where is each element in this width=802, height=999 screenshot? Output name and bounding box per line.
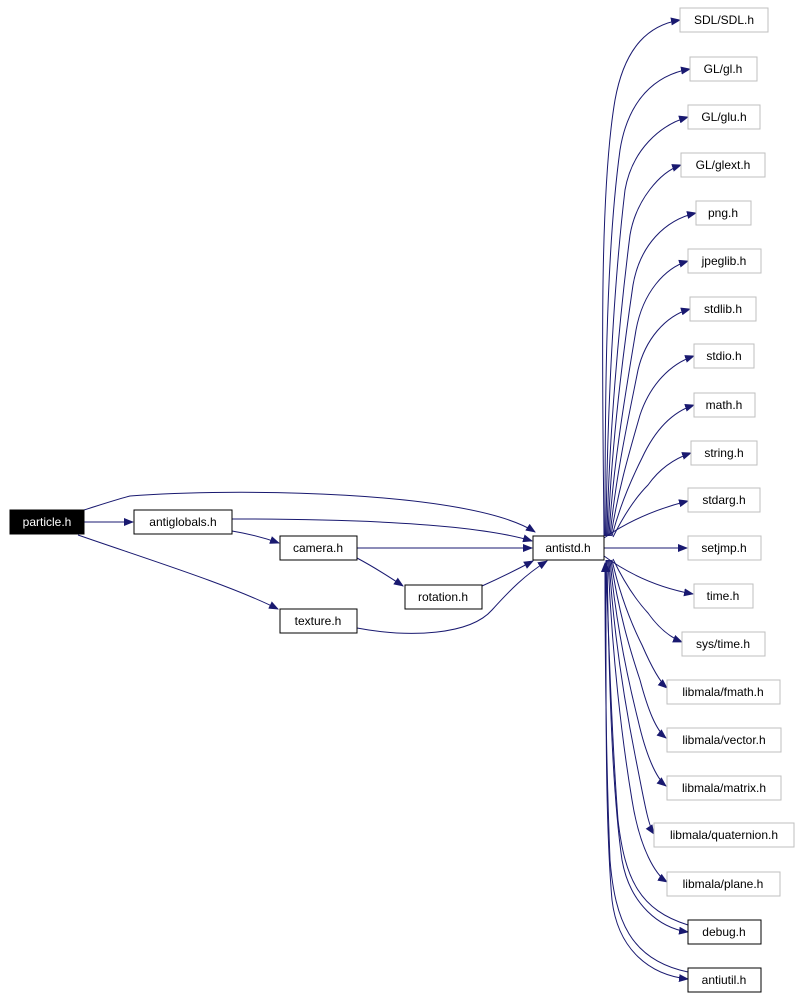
- node-sdl[interactable]: SDL/SDL.h: [679, 7, 769, 33]
- node-systime-label: sys/time.h: [696, 637, 750, 651]
- node-camera[interactable]: camera.h: [279, 535, 358, 561]
- edge-antiutil-antistd: [601, 562, 689, 973]
- node-string[interactable]: string.h: [690, 440, 758, 466]
- edge-particle-texture: [77, 534, 279, 610]
- node-antiglobals[interactable]: antiglobals.h: [133, 509, 233, 535]
- node-stdio[interactable]: stdio.h: [693, 343, 755, 369]
- node-glu[interactable]: GL/glu.h: [687, 104, 761, 130]
- node-stdarg-label: stdarg.h: [702, 493, 745, 507]
- node-particle-label: particle.h: [23, 515, 72, 529]
- node-gl-label: GL/gl.h: [704, 62, 743, 76]
- edge-antistd-quaternion: [608, 559, 655, 835]
- node-jpeglib[interactable]: jpeglib.h: [687, 248, 762, 274]
- node-debug[interactable]: debug.h: [687, 919, 762, 945]
- edge-antistd-jpeglib: [608, 259, 689, 537]
- node-jpeglib-label: jpeglib.h: [701, 254, 747, 268]
- edge-antistd-matrix: [609, 559, 667, 787]
- edge-antistd-gl: [604, 66, 691, 537]
- node-time[interactable]: time.h: [693, 583, 754, 609]
- node-antistd[interactable]: antistd.h: [532, 535, 605, 561]
- edge-rotation-antistd: [481, 560, 534, 587]
- edge-antistd-plane: [607, 559, 668, 883]
- node-plane-label: libmala/plane.h: [683, 877, 764, 891]
- edge-antistd-string: [612, 452, 692, 538]
- edge-antiglobals-camera: [231, 530, 280, 544]
- node-debug-label: debug.h: [702, 925, 745, 939]
- node-antistd-label: antistd.h: [545, 541, 590, 555]
- edge-antistd-fmath: [611, 559, 668, 689]
- node-quaternion-label: libmala/quaternion.h: [670, 828, 778, 842]
- edge-camera-rotation: [356, 557, 404, 587]
- node-fmath[interactable]: libmala/fmath.h: [666, 679, 781, 705]
- node-png[interactable]: png.h: [695, 200, 752, 226]
- edge-antistd-stdarg: [603, 499, 689, 539]
- node-matrix-label: libmala/matrix.h: [682, 781, 766, 795]
- node-stdio-label: stdio.h: [706, 349, 741, 363]
- node-plane[interactable]: libmala/plane.h: [666, 871, 781, 897]
- node-stdlib-label: stdlib.h: [704, 302, 742, 316]
- node-antiutil[interactable]: antiutil.h: [687, 967, 762, 993]
- node-vector[interactable]: libmala/vector.h: [666, 727, 782, 753]
- node-texture-label: texture.h: [295, 614, 342, 628]
- edge-antistd-time: [603, 555, 694, 597]
- node-camera-label: camera.h: [293, 541, 343, 555]
- node-antiglobals-label: antiglobals.h: [149, 515, 216, 529]
- node-setjmp-label: setjmp.h: [701, 541, 746, 555]
- node-setjmp[interactable]: setjmp.h: [687, 535, 762, 561]
- node-stdarg[interactable]: stdarg.h: [687, 487, 761, 513]
- edge-antistd-glu: [605, 115, 689, 537]
- edge-texture-antistd: [356, 560, 548, 634]
- node-string-label: string.h: [704, 446, 743, 460]
- node-sdl-label: SDL/SDL.h: [694, 13, 754, 27]
- node-time-label: time.h: [707, 589, 740, 603]
- node-texture[interactable]: texture.h: [279, 608, 358, 634]
- node-quaternion[interactable]: libmala/quaternion.h: [653, 822, 795, 848]
- node-matrix[interactable]: libmala/matrix.h: [666, 775, 782, 801]
- node-rotation[interactable]: rotation.h: [404, 584, 483, 610]
- edge-antistd-stdio: [610, 355, 695, 537]
- edge-antistd-systime: [612, 558, 683, 643]
- edge-antiglobals-antistd: [231, 518, 533, 543]
- node-fmath-label: libmala/fmath.h: [682, 685, 763, 699]
- node-png-label: png.h: [708, 206, 738, 220]
- edge-antistd-math: [611, 403, 695, 537]
- edge-particle-antistd: [83, 491, 536, 533]
- node-antiutil-label: antiutil.h: [702, 973, 747, 987]
- edge-debug-antistd: [602, 562, 689, 926]
- edge-antistd-png: [607, 211, 697, 537]
- node-glu-label: GL/glu.h: [701, 110, 746, 124]
- node-vector-label: libmala/vector.h: [682, 733, 765, 747]
- edge-antistd-stdlib: [609, 307, 691, 537]
- node-math-label: math.h: [706, 398, 743, 412]
- edge-antistd-sdl: [602, 17, 681, 537]
- edge-antistd-vector: [610, 559, 667, 739]
- node-particle[interactable]: particle.h: [9, 509, 85, 535]
- node-glext[interactable]: GL/glext.h: [680, 152, 766, 178]
- node-glext-label: GL/glext.h: [696, 158, 751, 172]
- node-rotation-label: rotation.h: [418, 590, 468, 604]
- node-gl[interactable]: GL/gl.h: [689, 56, 758, 82]
- node-stdlib[interactable]: stdlib.h: [689, 296, 757, 322]
- node-math[interactable]: math.h: [693, 392, 756, 418]
- edge-antistd-glext: [606, 164, 682, 537]
- node-systime[interactable]: sys/time.h: [681, 631, 766, 657]
